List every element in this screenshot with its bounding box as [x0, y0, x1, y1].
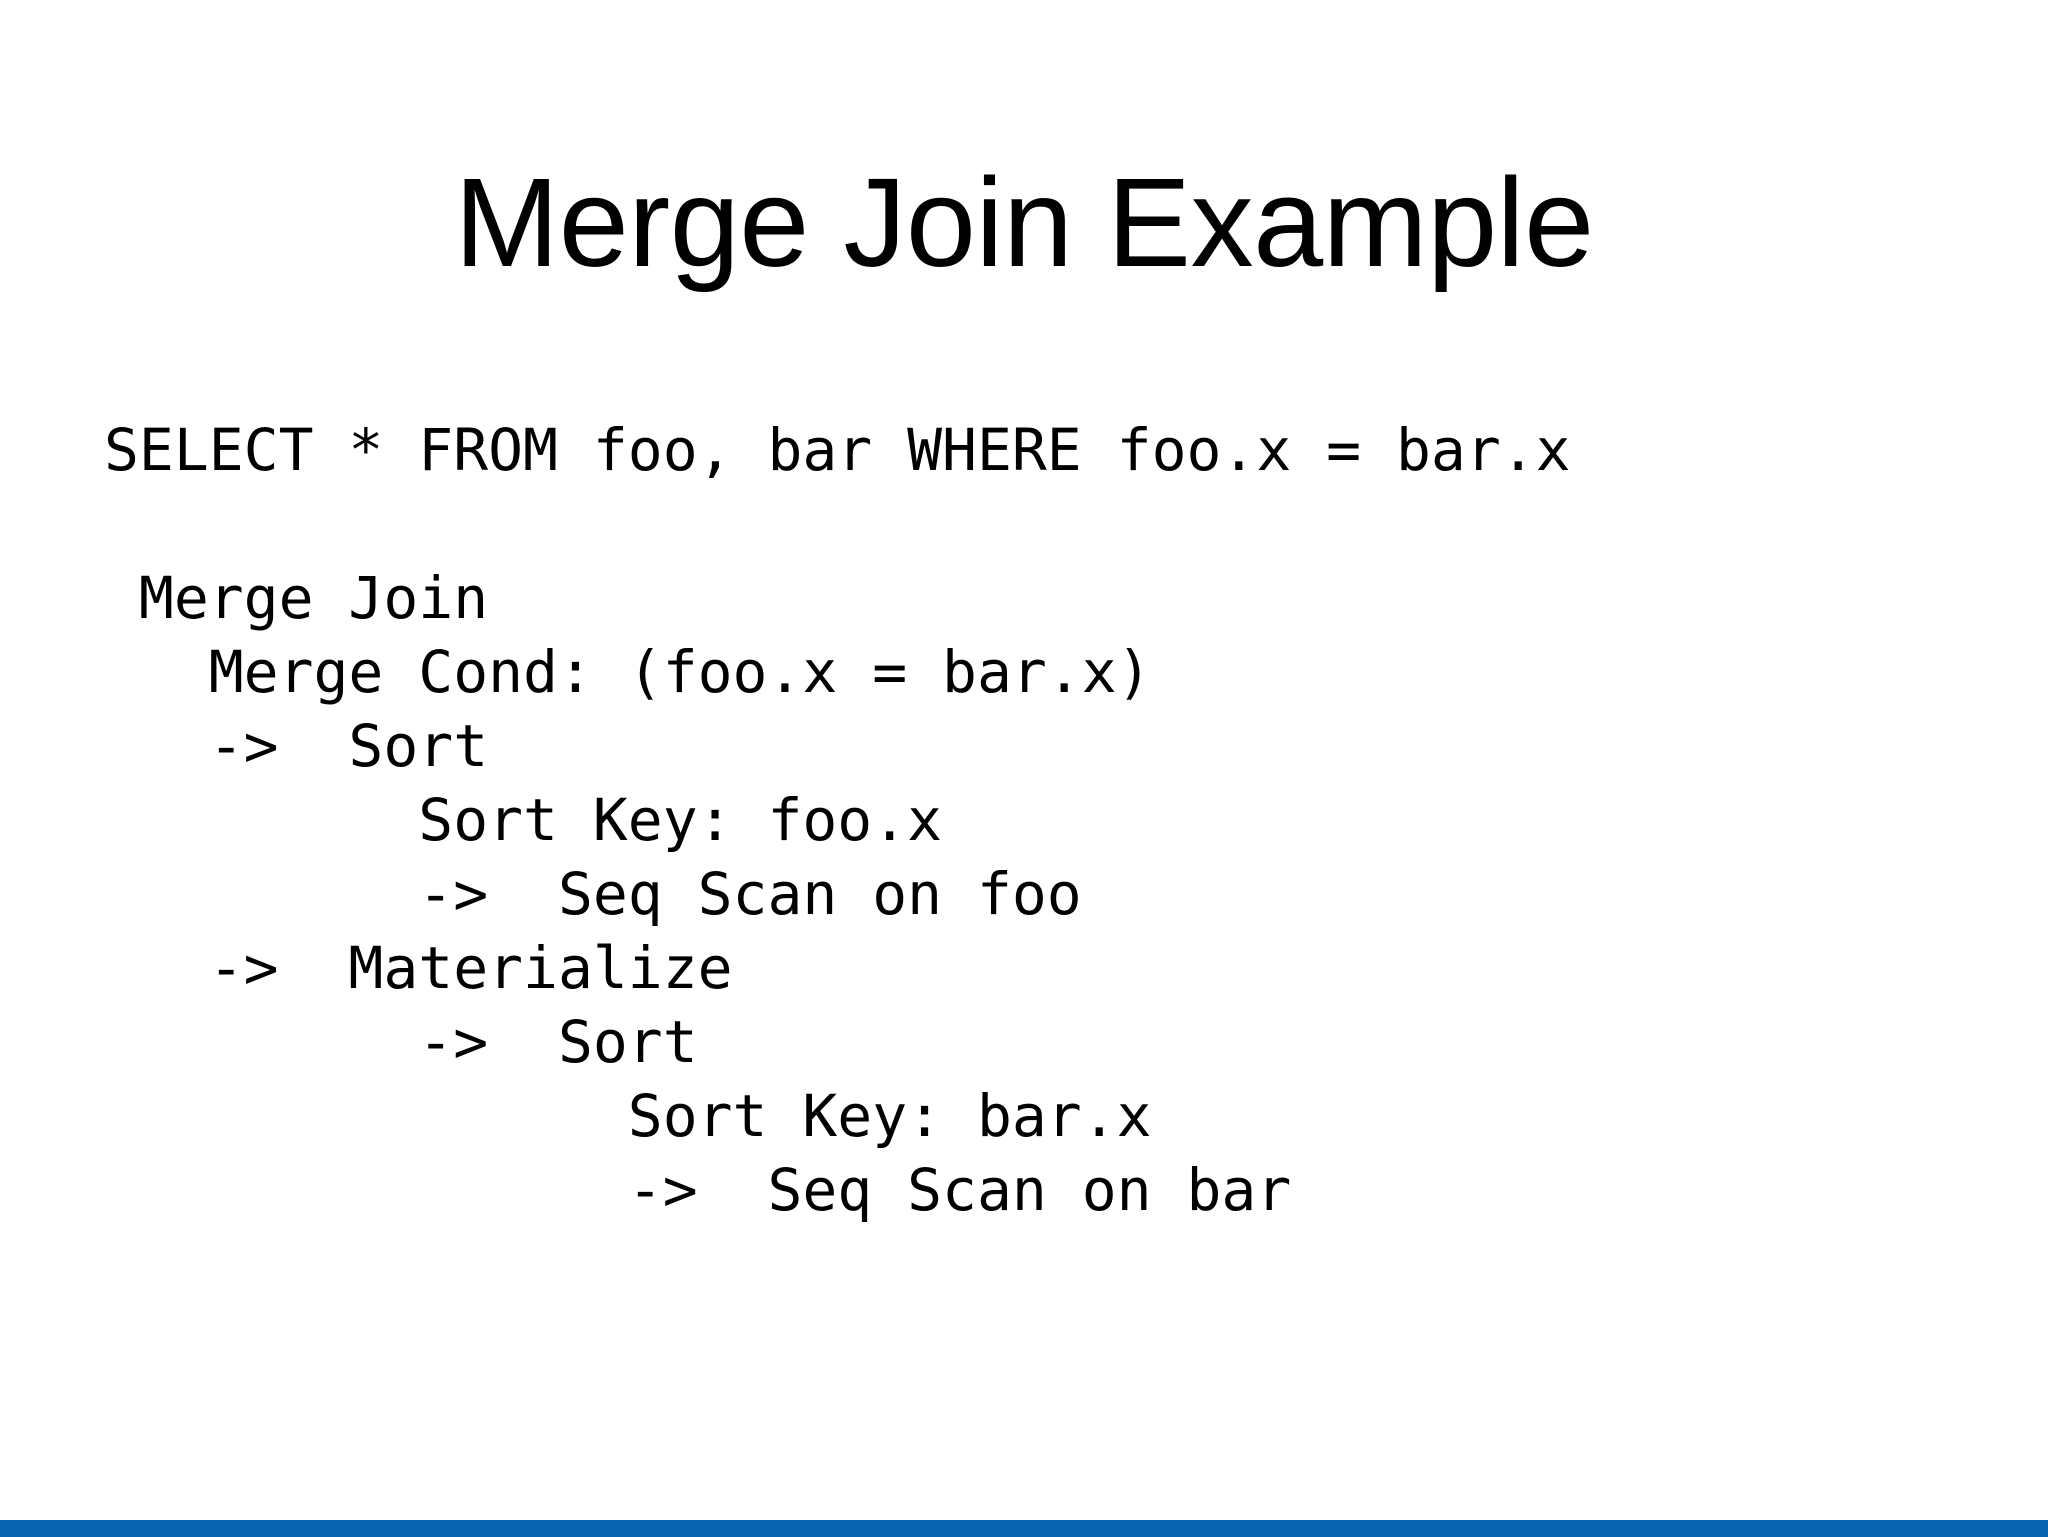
- body-spacer: [104, 487, 1964, 561]
- plan-line-merge-cond: Merge Cond: (foo.x = bar.x): [104, 638, 1152, 706]
- footer-accent-bar: [0, 1520, 2048, 1537]
- plan-line-sort-bar: -> Sort: [104, 1008, 698, 1076]
- plan-line-sort-key-foo: Sort Key: foo.x: [104, 786, 943, 854]
- sql-query-line: SELECT * FROM foo, bar WHERE foo.x = bar…: [104, 416, 1571, 484]
- slide-body: SELECT * FROM foo, bar WHERE foo.x = bar…: [104, 413, 1964, 1227]
- page-title: Merge Join Example: [454, 152, 1594, 293]
- plan-line-sort-key-bar: Sort Key: bar.x: [104, 1082, 1152, 1150]
- plan-line-seq-scan-foo: -> Seq Scan on foo: [104, 860, 1082, 928]
- plan-line-materialize: -> Materialize: [104, 934, 733, 1002]
- plan-line-sort-foo: -> Sort: [104, 712, 489, 780]
- plan-line-seq-scan-bar: -> Seq Scan on bar: [104, 1156, 1292, 1224]
- plan-line-merge-join: Merge Join: [104, 564, 489, 632]
